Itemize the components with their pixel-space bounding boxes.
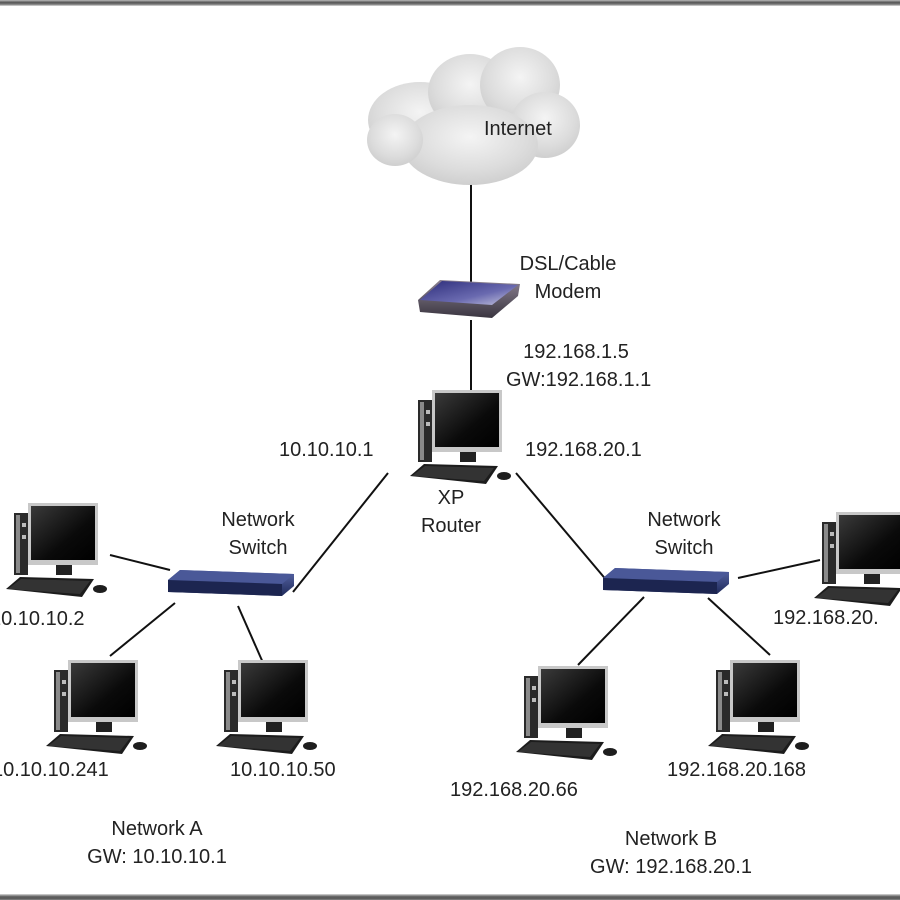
host-b2-computer-icon xyxy=(516,666,617,760)
connection-lines xyxy=(109,180,821,691)
switch-b-label: Network Switch xyxy=(636,506,732,562)
router-wan-ip: 192.168.1.5 xyxy=(523,341,629,363)
switch-a-label-line1: Network xyxy=(221,509,295,531)
router-computer-icon xyxy=(410,390,511,484)
router-lan-a-ip: 10.10.10.1 xyxy=(279,439,374,461)
network-a-title: Network A xyxy=(111,818,203,840)
host-b1-ip: 192.168.20. xyxy=(773,607,879,629)
switch-b-label-line2: Switch xyxy=(654,537,714,559)
router-wan-gateway: GW:192.168.1.1 xyxy=(506,369,652,391)
host-a2-computer-icon xyxy=(46,660,147,754)
router-label-line2: Router xyxy=(420,515,482,537)
switch-b-icon xyxy=(603,568,729,594)
frame-bottom-border xyxy=(0,894,900,900)
host-b2-ip: 192.168.20.66 xyxy=(450,779,578,801)
link-router-switch-a xyxy=(292,472,389,593)
modem-label-line1: DSL/Cable xyxy=(519,253,617,275)
router-label-line1: XP xyxy=(437,487,465,509)
host-a2-ip: 10.10.10.241 xyxy=(0,759,109,781)
host-a1-ip: 10.10.10.2 xyxy=(0,608,85,630)
link-switch-b-host-2 xyxy=(577,596,645,666)
network-b-summary: Network B GW: 192.168.20.1 xyxy=(566,825,776,881)
switch-b-label-line1: Network xyxy=(647,509,721,531)
network-a-gateway: GW: 10.10.10.1 xyxy=(87,846,227,868)
link-switch-b-host-1 xyxy=(737,559,821,579)
switch-a-label: Network Switch xyxy=(210,506,306,562)
link-switch-a-host-2 xyxy=(109,602,176,657)
modem-label-line2: Modem xyxy=(534,281,602,303)
modem-label: DSL/Cable Modem xyxy=(518,250,618,306)
host-a1-computer-icon xyxy=(6,503,107,597)
router-lan-b-ip: 192.168.20.1 xyxy=(525,439,642,461)
host-b3-ip: 192.168.20.168 xyxy=(667,759,807,781)
switch-a-label-line2: Switch xyxy=(228,537,288,559)
switch-a-icon xyxy=(168,570,294,596)
frame-top-border xyxy=(0,0,900,6)
network-b-title: Network B xyxy=(624,828,718,850)
host-a3-computer-icon xyxy=(216,660,317,754)
host-b1-computer-icon xyxy=(814,512,900,606)
router-wan-info: 192.168.1.5 GW:192.168.1.1 xyxy=(506,338,652,394)
link-switch-a-host-1 xyxy=(109,554,171,571)
modem-icon xyxy=(418,280,520,318)
host-b3-computer-icon xyxy=(708,660,809,754)
internet-cloud-icon xyxy=(367,47,580,185)
internet-label: Internet xyxy=(484,118,552,140)
network-b-gateway: GW: 192.168.20.1 xyxy=(590,856,752,878)
link-router-switch-b xyxy=(515,472,609,583)
network-a-summary: Network A GW: 10.10.10.1 xyxy=(62,815,252,871)
link-switch-b-host-3 xyxy=(707,597,771,656)
router-label: XP Router xyxy=(410,484,492,540)
host-a3-ip: 10.10.10.50 xyxy=(230,759,336,781)
